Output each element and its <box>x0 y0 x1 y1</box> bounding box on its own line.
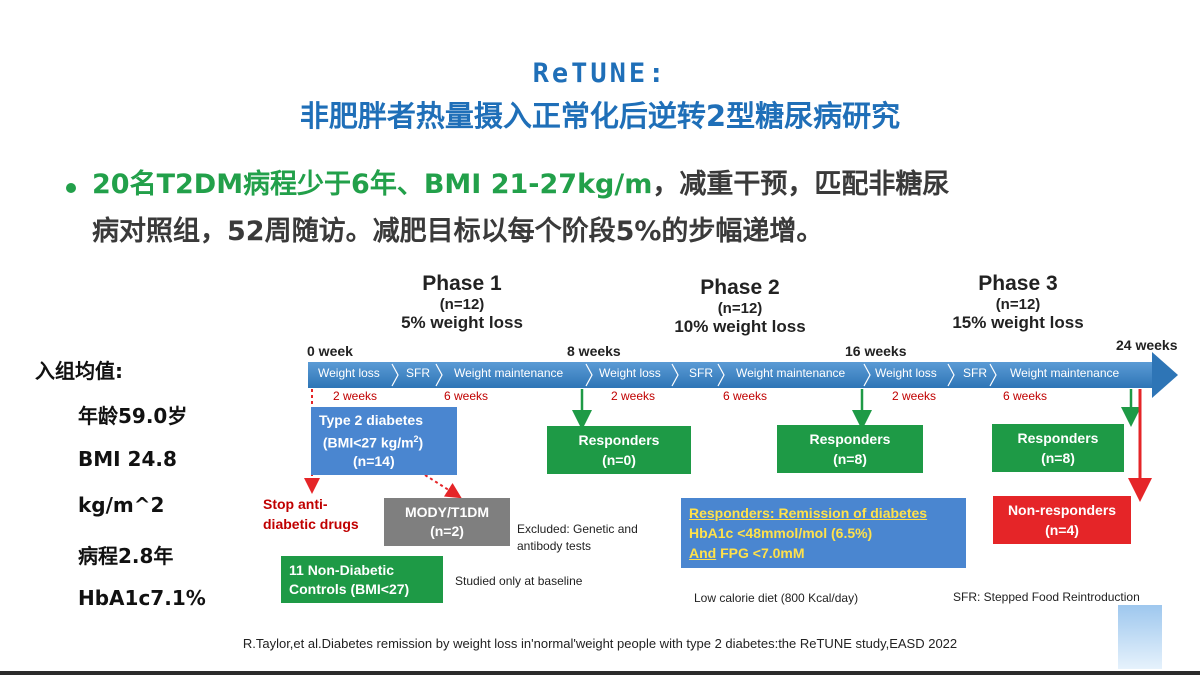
phase-3-n: (n=12) <box>995 296 1041 313</box>
diet-note: Low calorie diet (800 Kcal/day) <box>694 591 859 605</box>
segment-maintenance-1: Weight maintenance <box>454 366 564 380</box>
phase-3-name: Phase 3 <box>978 272 1058 295</box>
bullet-line-1: 20名T2DM病程少于6年、BMI 21-27kg/m，减重干预，匹配非糖尿 <box>92 162 949 201</box>
week-16-label: 16 weeks <box>845 343 907 359</box>
timeline-arrow <box>308 362 1153 388</box>
title-line-2: 非肥胖者热量摄入正常化后逆转2型糖尿病研究 <box>299 99 901 133</box>
baseline-only-note: Studied only at baseline <box>455 574 583 588</box>
t2d-line-1: Type 2 diabetes <box>319 411 424 428</box>
bullet-highlight: 20名T2DM病程少于6年、BMI 21-27kg/m <box>92 169 653 200</box>
segment-sfr-2: SFR <box>689 366 713 380</box>
phase-1-header: Phase 1 (n=12) 5% weight loss <box>362 272 562 333</box>
week-8-label: 8 weeks <box>567 343 621 359</box>
bullet-dot <box>66 183 76 193</box>
t2d-line-3: (n=14) <box>353 453 395 470</box>
title-line-1: ReTUNE: <box>532 58 668 89</box>
phase-3-target: 15% weight loss <box>952 313 1084 332</box>
phase-1-name: Phase 1 <box>422 272 502 295</box>
sfr-note: SFR: Stepped Food Reintroduction <box>953 590 1140 604</box>
week-0-label: 0 week <box>307 343 353 359</box>
responders-box-phase-1: Responders (n=0) <box>547 426 691 474</box>
phase-3-header: Phase 3 (n=12) 15% weight loss <box>918 272 1118 333</box>
week-24-label: 24 weeks <box>1116 337 1178 353</box>
baseline-hba1c: HbA1c7.1% <box>78 586 206 610</box>
non-responders-box: Non-responders (n=4) <box>993 496 1131 544</box>
duration-6w-2: 6 weeks <box>723 389 768 403</box>
bullet-rest: ，减重干预，匹配非糖尿 <box>652 169 950 200</box>
segment-maintenance-2: Weight maintenance <box>736 366 846 380</box>
segment-weight-loss-3: Weight loss <box>875 366 937 380</box>
t2d-line-2: (BMI<27 kg/m2) <box>322 433 424 451</box>
bottom-border <box>0 671 1200 675</box>
excluded-note: Excluded: Genetic and antibody tests <box>517 522 638 553</box>
baseline-title: 入组均值: <box>35 359 123 383</box>
phase-1-n: (n=12) <box>439 296 485 313</box>
bullet-line-2: 病对照组，52周随访。减肥目标以每个阶段5%的步幅递增。 <box>92 216 824 247</box>
phase-2-n: (n=12) <box>717 300 763 317</box>
baseline-bmi-unit: kg/m^2 <box>78 493 165 517</box>
baseline-age: 年龄59.0岁 <box>78 404 188 428</box>
segment-weight-loss-2: Weight loss <box>599 366 661 380</box>
controls-box: 11 Non-Diabetic Controls (BMI<27) <box>281 556 443 603</box>
segment-maintenance-3: Weight maintenance <box>1010 366 1120 380</box>
reference-citation: R.Taylor,et al.Diabetes remission by wei… <box>242 636 958 651</box>
duration-6w-1: 6 weeks <box>444 389 489 403</box>
timeline-arrowhead <box>1152 352 1178 398</box>
mody-t1dm-box: MODY/T1DM (n=2) <box>384 498 510 546</box>
segment-weight-loss-1: Weight loss <box>318 366 380 380</box>
responders-box-phase-2: Responders (n=8) <box>777 425 923 473</box>
corner-decoration <box>1118 605 1162 669</box>
duration-2w-3: 2 weeks <box>892 389 937 403</box>
duration-2w-2: 2 weeks <box>611 389 656 403</box>
remission-criteria-box: Responders: Remission of diabetes HbA1c … <box>681 498 966 568</box>
baseline-duration: 病程2.8年 <box>78 544 174 568</box>
type2-diabetes-box: Type 2 diabetes (BMI<27 kg/m2) (n=14) <box>311 407 457 475</box>
segment-sfr-3: SFR <box>963 366 987 380</box>
phase-2-name: Phase 2 <box>700 276 780 299</box>
segment-sfr-1: SFR <box>406 366 430 380</box>
duration-6w-3: 6 weeks <box>1003 389 1048 403</box>
stop-drugs-label: Stop anti- diabetic drugs <box>263 496 359 532</box>
phase-2-header: Phase 2 (n=12) 10% weight loss <box>640 276 840 337</box>
baseline-bmi: BMI 24.8 <box>78 447 177 471</box>
phase-1-target: 5% weight loss <box>401 313 523 332</box>
responders-box-phase-3: Responders (n=8) <box>992 424 1124 472</box>
duration-2w-1: 2 weeks <box>333 389 378 403</box>
phase-2-target: 10% weight loss <box>674 317 806 336</box>
